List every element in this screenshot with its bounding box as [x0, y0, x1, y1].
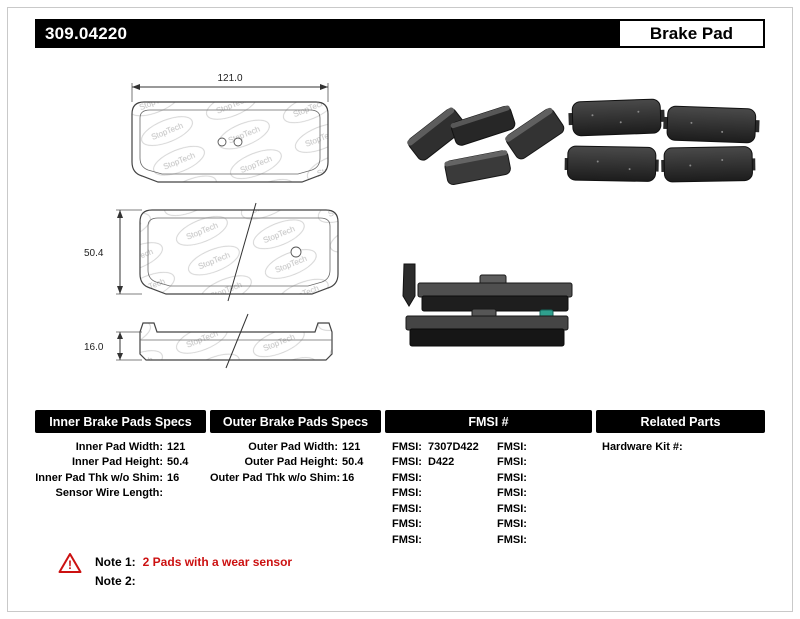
brake-pad-photo [505, 107, 565, 160]
spec-label: Outer Pad Height: [244, 456, 338, 469]
title-bar: 309.04220 Brake Pad [35, 19, 765, 48]
spec-row: Inner Pad Height: 50.4 [35, 455, 206, 471]
spec-row: Outer Pad Width: 121 [210, 439, 381, 455]
fmsi-label: FMSI: [497, 456, 527, 469]
spec-label: Sensor Wire Length: [55, 487, 163, 500]
fmsi-label: FMSI: [392, 502, 422, 515]
fmsi-row: FMSI: [497, 501, 592, 517]
fmsi-row: FMSI: [392, 532, 492, 548]
warning-glyph: ! [68, 558, 72, 572]
part-number: 309.04220 [45, 23, 128, 43]
thickness-dimension-label: 16.0 [84, 342, 104, 353]
photo-pads-angled [407, 105, 565, 186]
spec-value: 50.4 [342, 456, 364, 469]
fmsi-row: FMSI: [497, 532, 592, 548]
brake-pad-photo [450, 105, 516, 146]
fmsi-row: FMSI: [392, 470, 492, 486]
fmsi-label: FMSI: [497, 533, 527, 546]
fmsi-label: FMSI: [497, 440, 527, 453]
spec-value: 50.4 [167, 456, 189, 469]
fmsi-label: FMSI: [392, 518, 422, 531]
spec-label: Inner Pad Thk w/o Shim: [35, 471, 163, 484]
pad-outline-edge [139, 322, 333, 361]
note-2-label: Note 2: [95, 574, 136, 588]
note-2: Note 2: [95, 574, 143, 588]
fmsi-row: FMSI: 7307D422 [392, 439, 492, 455]
brake-pad-photo [661, 146, 756, 183]
fmsi-label: FMSI: [497, 487, 527, 500]
height-dimension-label: 50.4 [84, 248, 104, 259]
fmsi-label: FMSI: [392, 533, 422, 546]
fmsi-row: FMSI: [497, 455, 592, 471]
warning-icon: ! [58, 553, 82, 573]
spec-row: Outer Pad Thk w/o Shim: 16 [210, 470, 381, 486]
fmsi-column-1: FMSI: 7307D422 FMSI: D422 FMSI: FMSI: FM… [392, 439, 492, 548]
retaining-clip-photo [402, 263, 416, 307]
related-parts-column: Hardware Kit #: [602, 439, 765, 455]
spec-label: Inner Pad Height: [71, 456, 163, 469]
pad-height-drawing: StopTech 50.4 [84, 202, 339, 302]
fmsi-label: FMSI: [392, 487, 422, 500]
width-dimension-label: 121.0 [217, 73, 242, 84]
brake-pad-photo [663, 105, 760, 144]
inner-specs-column: Inner Pad Width: 121 Inner Pad Height: 5… [35, 439, 206, 501]
product-name: Brake Pad [649, 23, 734, 43]
brake-pad-photo [444, 150, 511, 186]
fmsi-label: FMSI: [392, 471, 422, 484]
brake-pad-profile-photo [417, 274, 573, 312]
fmsi-label: FMSI: [392, 440, 422, 453]
note-1: Note 1: 2 Pads with a wear sensor [95, 555, 292, 569]
note-1-text: 2 Pads with a wear sensor [142, 555, 293, 569]
photo-pads-profile [402, 263, 573, 347]
fmsi-value: 7307D422 [428, 440, 479, 453]
spec-label: Inner Pad Width: [75, 440, 163, 453]
pad-width-drawing: StopTech 121.0 [131, 73, 329, 183]
pad-outline-front [131, 101, 329, 183]
fmsi-label: FMSI: [392, 456, 422, 469]
related-part-label: Hardware Kit #: [602, 440, 683, 453]
fmsi-row: FMSI: [497, 486, 592, 502]
related-part-row: Hardware Kit #: [602, 439, 765, 455]
spec-row: Outer Pad Height: 50.4 [210, 455, 381, 471]
outer-specs-header: Outer Brake Pads Specs [210, 410, 381, 433]
fmsi-row: FMSI: [497, 439, 592, 455]
brake-pad-photo [407, 107, 466, 161]
outer-specs-column: Outer Pad Width: 121 Outer Pad Height: 5… [210, 439, 381, 486]
spec-value: 121 [342, 440, 361, 453]
fmsi-row: FMSI: [392, 501, 492, 517]
brake-pad-photo [568, 98, 665, 137]
fmsi-row: FMSI: [392, 517, 492, 533]
fmsi-row: FMSI: [392, 486, 492, 502]
spec-value: 16 [342, 471, 355, 484]
pad-outline-front [139, 209, 339, 295]
spec-value: 16 [167, 471, 180, 484]
spec-value: 121 [167, 440, 186, 453]
note-1-label: Note 1: [95, 555, 136, 569]
fmsi-label: FMSI: [497, 502, 527, 515]
inner-specs-header: Inner Brake Pads Specs [35, 410, 206, 433]
fmsi-label: FMSI: [497, 518, 527, 531]
photo-pad-set-front [564, 98, 760, 183]
spec-row: Sensor Wire Length: [35, 486, 206, 502]
fmsi-label: FMSI: [497, 471, 527, 484]
spec-row: Inner Pad Width: 121 [35, 439, 206, 455]
related-parts-header: Related Parts [596, 410, 765, 433]
fmsi-column-2: FMSI: FMSI: FMSI: FMSI: FMSI: FMSI: FMSI… [497, 439, 592, 548]
spec-label: Outer Pad Thk w/o Shim: [210, 471, 341, 484]
pad-thickness-drawing: StopTech 16.0 [84, 313, 333, 369]
fmsi-row: FMSI: [497, 517, 592, 533]
fmsi-value: D422 [428, 456, 455, 469]
fmsi-row: FMSI: D422 [392, 455, 492, 471]
spec-row: Inner Pad Thk w/o Shim: 16 [35, 470, 206, 486]
brake-pad-profile-photo-with-sensor [405, 308, 569, 347]
fmsi-header: FMSI # [385, 410, 592, 433]
product-name-box: Brake Pad [620, 21, 763, 46]
spec-label: Outer Pad Width: [248, 440, 338, 453]
fmsi-row: FMSI: [497, 470, 592, 486]
brake-pad-photo [564, 145, 659, 182]
